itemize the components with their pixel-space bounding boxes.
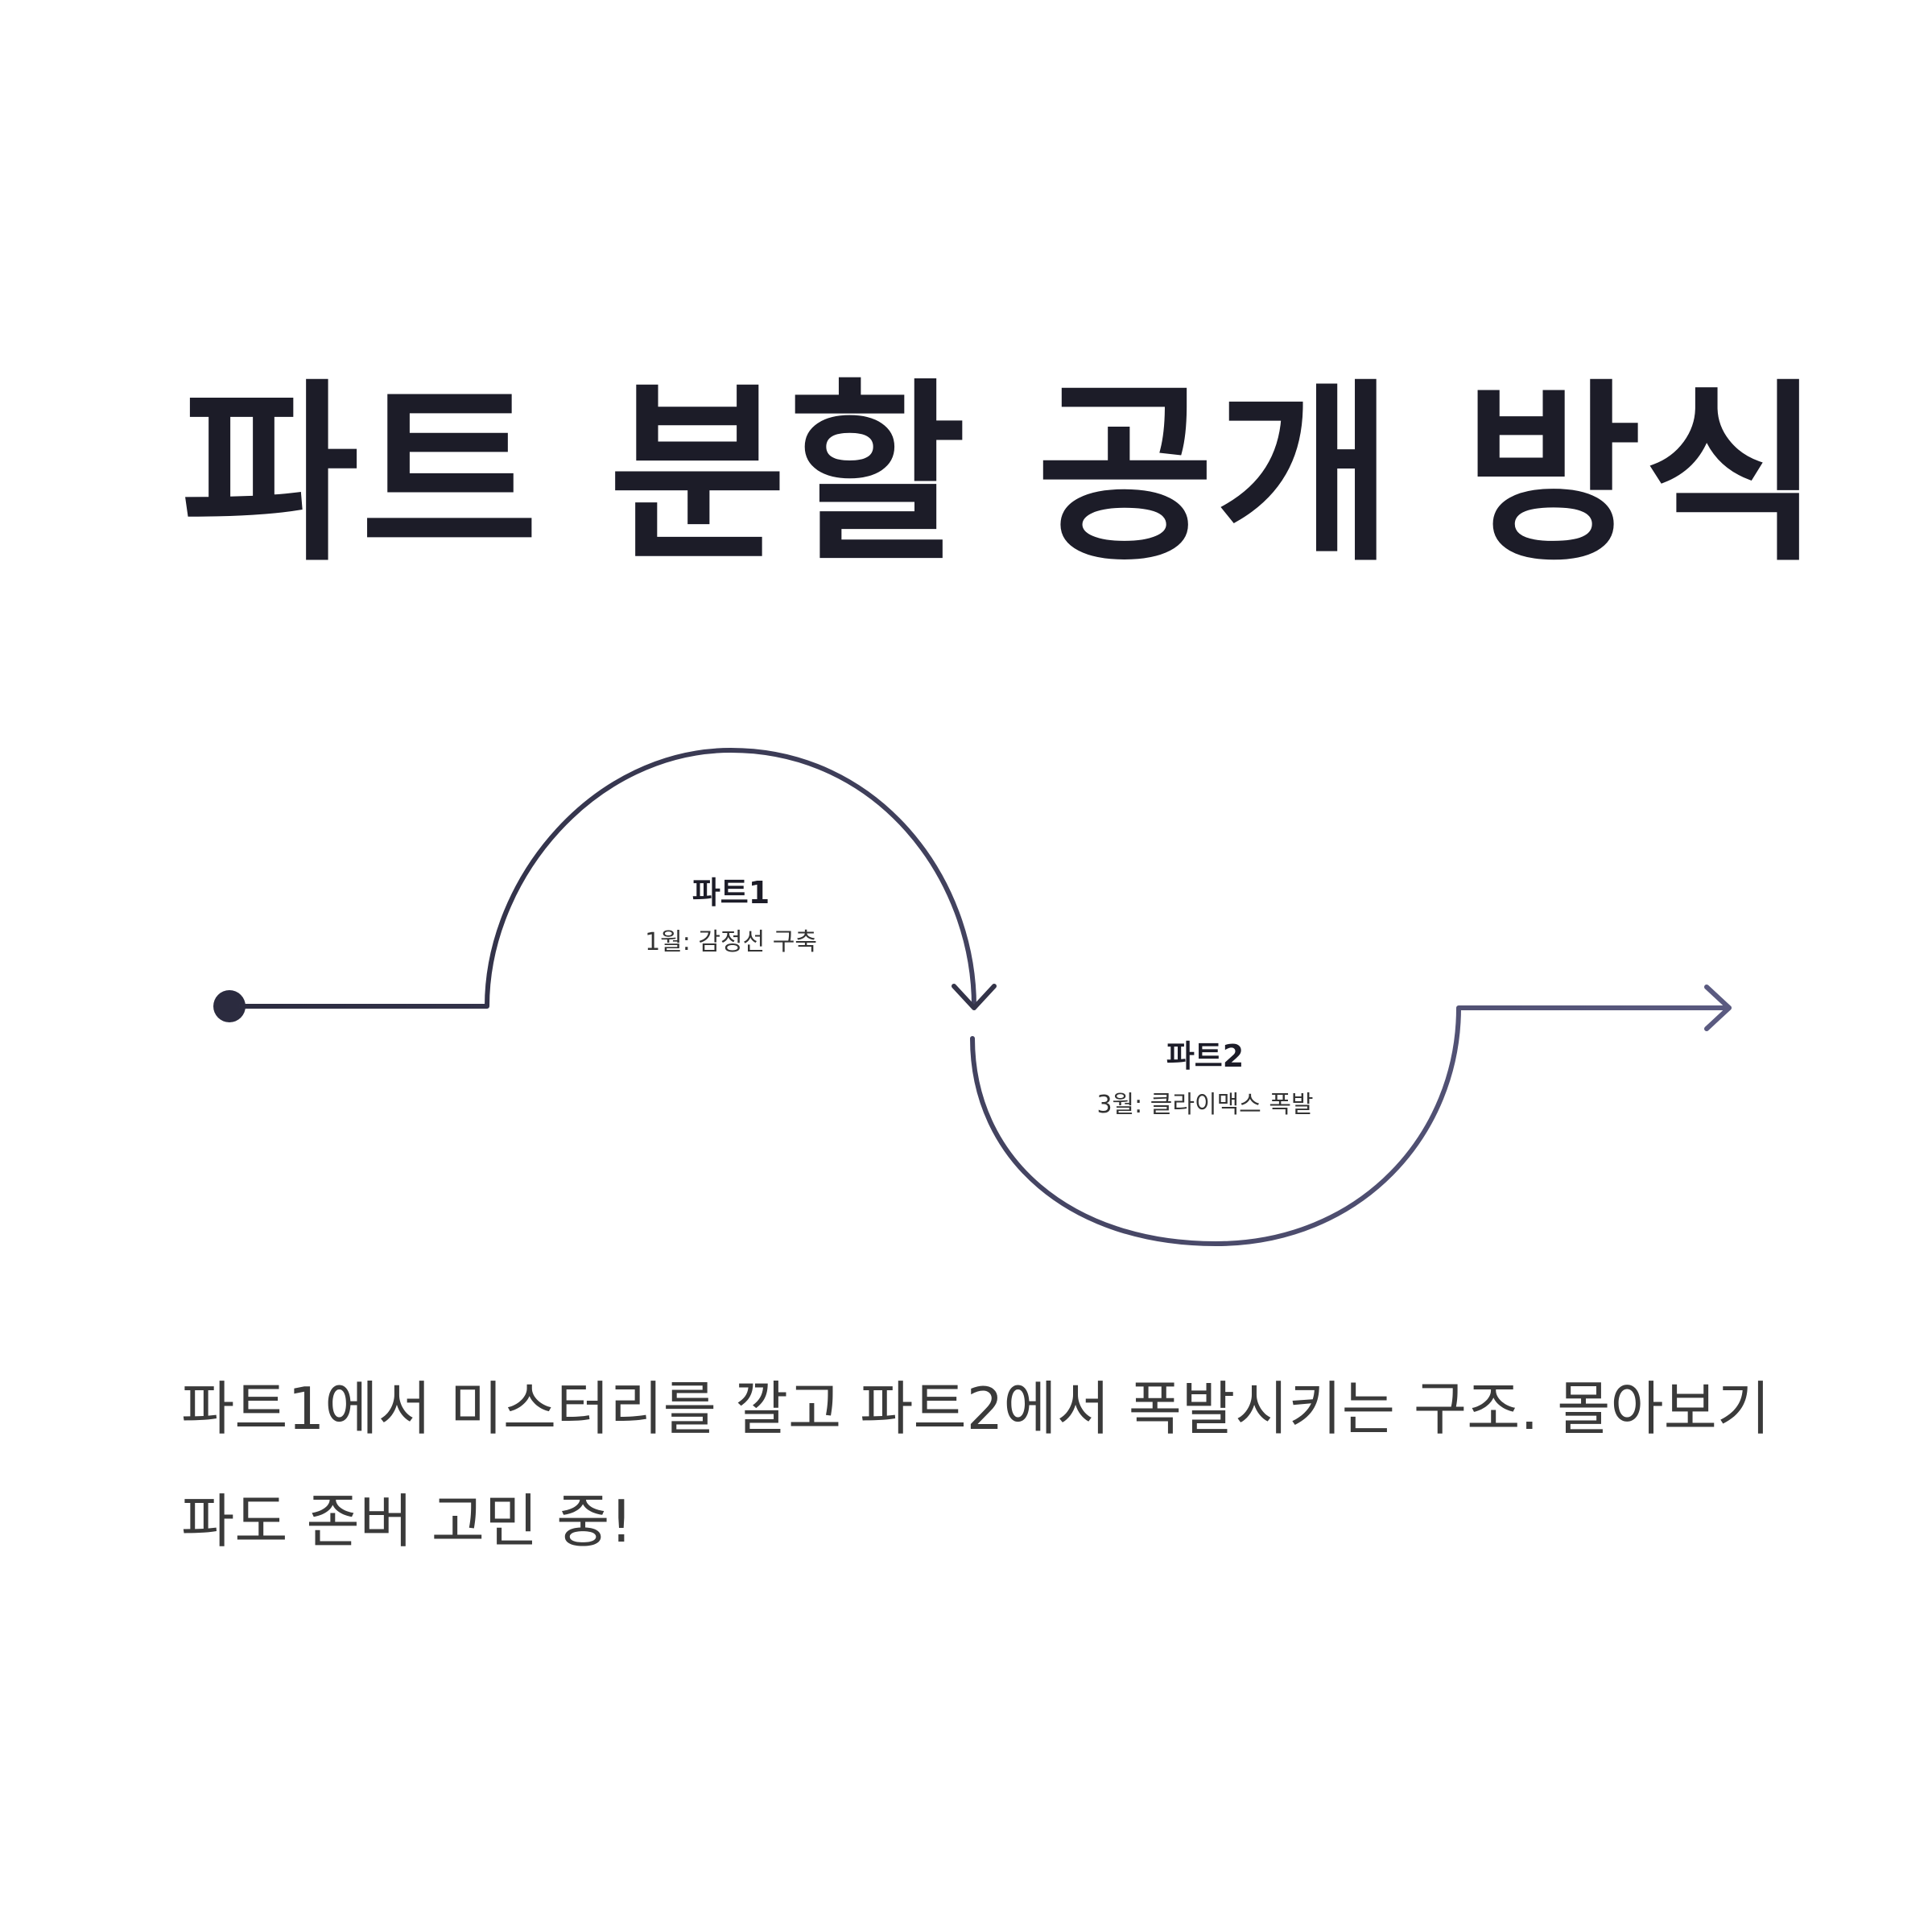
part1-label: 파트1 (692, 875, 770, 910)
part2-arc-path (970, 1005, 1732, 1246)
description-text: 파트1에서 미스터리를 깔고 파트2에서 폭발시키는 구조. 몰아보기파도 존버… (181, 1375, 1771, 1555)
part1-sub-label: 1월: 감정선 구축 (645, 928, 817, 956)
end-arrow-icon (1704, 985, 1732, 1031)
part1-arrow-icon (952, 984, 997, 1010)
part2-label: 파트2 (1166, 1038, 1244, 1074)
part2-sub-label: 3월: 클라이맥스 폭발 (1096, 1091, 1313, 1119)
page-title: 파트 분할 공개 방식 (181, 362, 1823, 588)
part1-arc-path (227, 748, 976, 1009)
